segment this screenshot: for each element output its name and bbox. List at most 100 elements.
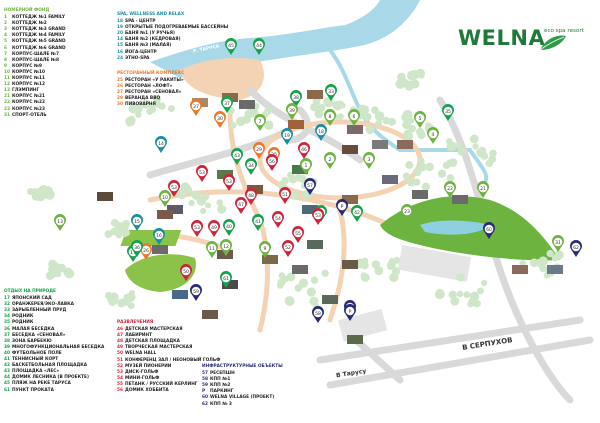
marker-number: 53 bbox=[194, 225, 200, 231]
building bbox=[217, 170, 233, 179]
map-marker[interactable]: 19 bbox=[280, 128, 294, 145]
map-marker[interactable]: 49 bbox=[208, 220, 220, 237]
map-marker[interactable]: 62 bbox=[569, 240, 582, 257]
tree bbox=[472, 143, 479, 150]
map-marker[interactable]: 9 bbox=[258, 241, 271, 258]
marker-number: 35 bbox=[445, 109, 451, 115]
map-marker[interactable]: 10 bbox=[158, 190, 171, 207]
map-marker[interactable]: 51 bbox=[279, 187, 291, 204]
legend-item-number: 51 bbox=[117, 357, 123, 363]
marker-number: 26 bbox=[143, 248, 149, 254]
marker-number: 47 bbox=[238, 202, 244, 208]
map-marker[interactable]: 58 bbox=[311, 306, 324, 323]
map-marker[interactable]: 3 bbox=[362, 152, 376, 169]
map-marker[interactable]: 38 bbox=[290, 90, 302, 107]
legend-item-number: 22 bbox=[4, 100, 10, 106]
map-marker[interactable]: 39 bbox=[286, 103, 298, 120]
marker-number: 43 bbox=[234, 153, 240, 159]
map-marker[interactable]: 47 bbox=[235, 197, 247, 214]
map-marker[interactable]: 52 bbox=[282, 240, 294, 257]
map-marker[interactable]: 46 bbox=[297, 142, 310, 159]
map-marker[interactable]: 14 bbox=[154, 136, 167, 153]
map-marker[interactable]: 53 bbox=[223, 174, 235, 191]
map-marker[interactable]: 4 bbox=[427, 127, 440, 144]
map-marker[interactable]: 53 bbox=[311, 208, 324, 225]
map-marker[interactable]: P bbox=[344, 304, 357, 321]
map-marker[interactable]: 57 bbox=[303, 178, 316, 195]
legend-item-number: 37 bbox=[4, 332, 10, 338]
map-marker[interactable]: 27 bbox=[189, 99, 202, 116]
tree bbox=[310, 103, 319, 112]
map-marker[interactable]: 50 bbox=[179, 264, 193, 281]
legend-item-number: 36 bbox=[4, 326, 10, 332]
map-marker[interactable]: 2 bbox=[323, 152, 336, 169]
map-marker[interactable]: 34 bbox=[245, 158, 258, 175]
map-marker[interactable]: 8 bbox=[323, 109, 336, 126]
map-marker[interactable]: 41 bbox=[251, 214, 264, 231]
marker-badge bbox=[260, 243, 270, 253]
legend-item-number: 8 bbox=[4, 57, 7, 63]
map-marker[interactable]: 56 bbox=[265, 154, 279, 171]
map-marker[interactable]: 31 bbox=[552, 235, 564, 252]
map-marker[interactable]: 60 bbox=[483, 222, 495, 239]
map-marker[interactable]: 21 bbox=[477, 181, 489, 198]
map-marker[interactable]: 26 bbox=[140, 243, 152, 260]
map-marker[interactable]: 1 bbox=[300, 158, 312, 175]
map-marker[interactable]: 18 bbox=[315, 124, 327, 141]
map-marker[interactable]: 11 bbox=[206, 241, 219, 258]
map-marker[interactable]: 35 bbox=[442, 104, 455, 121]
map-marker[interactable]: 53 bbox=[195, 165, 209, 182]
map-marker[interactable]: 23 bbox=[401, 204, 414, 221]
map-marker[interactable]: 42 bbox=[350, 205, 363, 222]
building bbox=[239, 100, 255, 109]
map-marker[interactable]: 37 bbox=[221, 96, 234, 113]
map-marker[interactable]: 54 bbox=[272, 211, 285, 228]
map-marker[interactable]: 5 bbox=[414, 111, 426, 128]
map-marker[interactable]: 22 bbox=[444, 181, 456, 198]
legend-item-label: КОТТЕДЖ №4 FAMILY bbox=[12, 33, 66, 39]
tree bbox=[204, 202, 212, 209]
map-marker[interactable]: 16 bbox=[152, 228, 165, 245]
tree bbox=[519, 259, 526, 267]
marker-number: 5 bbox=[419, 116, 422, 122]
tree bbox=[402, 172, 411, 180]
map-marker[interactable]: 53 bbox=[191, 220, 204, 237]
building bbox=[167, 205, 183, 214]
map-marker[interactable]: 29 bbox=[253, 142, 265, 159]
map-markers[interactable]: 4544372730333839786543519184632125341410… bbox=[54, 38, 582, 323]
map-marker[interactable]: 61 bbox=[219, 271, 232, 288]
map-marker[interactable]: 6 bbox=[347, 109, 360, 126]
map-marker[interactable]: 33 bbox=[324, 84, 337, 101]
map-marker[interactable]: 59 bbox=[189, 284, 202, 301]
map-marker[interactable]: 13 bbox=[54, 214, 66, 231]
tree bbox=[123, 293, 131, 302]
legend-item-label: КОТТЕДЖ №6 GRAND bbox=[12, 45, 66, 51]
map-marker[interactable]: 36 bbox=[130, 240, 143, 257]
map-marker[interactable]: 15 bbox=[130, 214, 143, 231]
map-marker[interactable]: 12 bbox=[219, 239, 232, 256]
map-marker[interactable]: 40 bbox=[223, 219, 235, 236]
map-marker[interactable]: 44 bbox=[253, 38, 265, 55]
map-marker[interactable]: 30 bbox=[214, 111, 226, 128]
tree bbox=[416, 127, 425, 136]
map-marker[interactable]: 7 bbox=[254, 114, 267, 131]
tree bbox=[388, 117, 397, 126]
tree bbox=[553, 253, 561, 261]
building bbox=[217, 250, 233, 259]
map-marker[interactable]: 48 bbox=[245, 188, 258, 205]
legend-item-number: 15 bbox=[117, 43, 123, 49]
tree bbox=[363, 112, 372, 122]
map-marker[interactable]: 55 bbox=[292, 226, 304, 243]
tree bbox=[289, 190, 300, 200]
legend-item-label: ПЛОЩАДКА «ЛЕС» bbox=[12, 369, 60, 375]
map-marker[interactable]: 45 bbox=[225, 38, 237, 55]
map-marker[interactable]: 43 bbox=[231, 148, 243, 165]
map-marker[interactable]: 53 bbox=[167, 180, 180, 197]
map-marker[interactable]: P bbox=[335, 199, 348, 216]
